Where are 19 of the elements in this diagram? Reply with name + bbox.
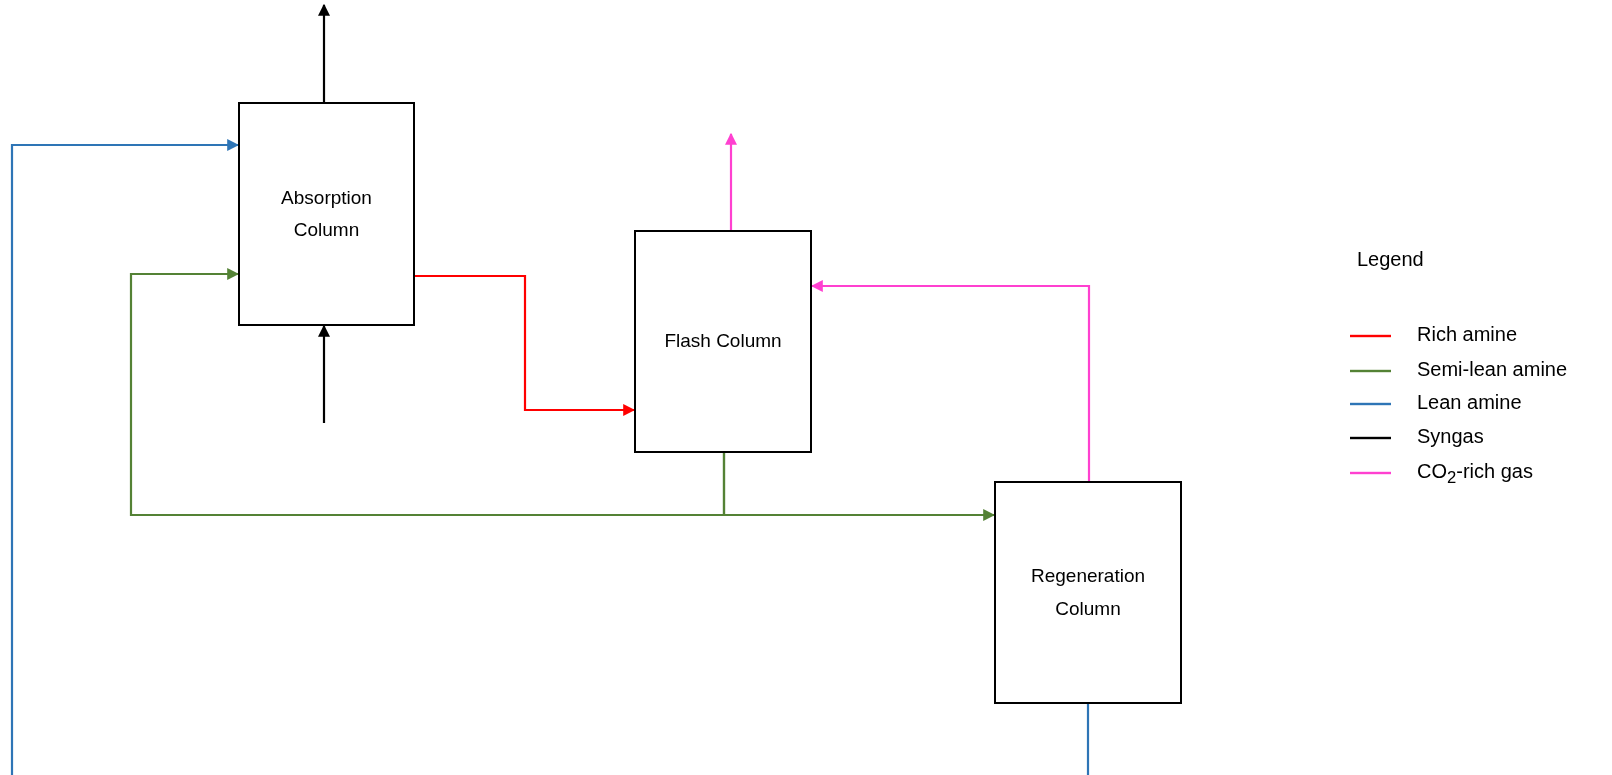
flow-arrow	[318, 324, 330, 423]
column-box	[238, 102, 415, 326]
flow-arrow	[722, 453, 996, 521]
column-box	[634, 230, 812, 453]
flow-arrow	[129, 268, 726, 517]
flow-arrow	[10, 139, 1090, 775]
column-box	[994, 481, 1182, 704]
legend-label: Lean amine	[1417, 391, 1522, 414]
legend-title: Legend	[1357, 248, 1424, 271]
column-label: Flash Column	[663, 329, 783, 354]
flow-arrow	[318, 3, 330, 102]
legend-label: Rich amine	[1417, 323, 1518, 346]
flow-arrow	[415, 274, 636, 416]
legend-label: Syngas	[1417, 425, 1484, 448]
legend-label: Semi-lean amine	[1417, 358, 1568, 381]
flow-arrow	[725, 132, 737, 230]
column-label: Absorption Column	[280, 185, 373, 242]
legend-label: CO$_{2}$-rich gas	[1417, 460, 1533, 488]
column-label: Regeneration Column	[1029, 564, 1147, 621]
